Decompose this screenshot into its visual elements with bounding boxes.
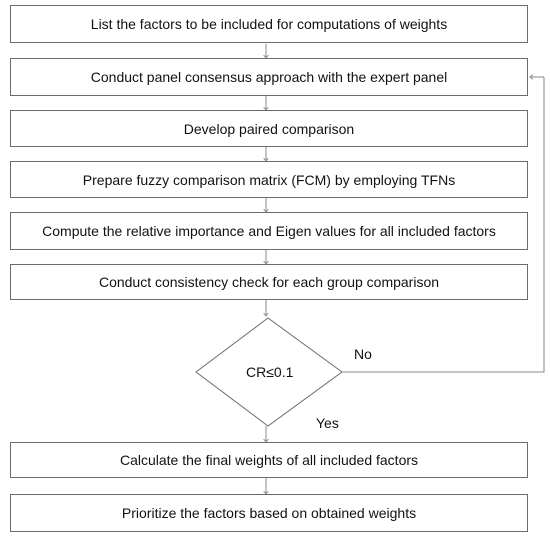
step-box-consistency-check: Conduct consistency check for each group… (10, 264, 528, 300)
step-box-panel-consensus: Conduct panel consensus approach with th… (10, 58, 528, 96)
decision-label: CR≤0.1 (246, 364, 294, 380)
step-label: Conduct consistency check for each group… (98, 274, 440, 290)
step-label: Compute the relative importance and Eige… (42, 223, 496, 239)
step-label: Conduct panel consensus approach with th… (90, 69, 448, 85)
step-box-list-factors: List the factors to be included for comp… (10, 5, 528, 43)
step-box-fuzzy-matrix: Prepare fuzzy comparison matrix (FCM) by… (10, 161, 528, 198)
step-label: Prepare fuzzy comparison matrix (FCM) by… (82, 171, 456, 188)
step-label: Prioritize the factors based on obtained… (121, 505, 417, 521)
no-branch-loop-line (342, 77, 545, 373)
step-label: List the factors to be included for comp… (90, 16, 448, 32)
decision-diamond (195, 317, 343, 427)
step-box-prioritize-factors: Prioritize the factors based on obtained… (10, 494, 528, 532)
step-box-paired-comparison: Develop paired comparison (10, 110, 528, 147)
step-label: Calculate the final weights of all inclu… (119, 452, 419, 468)
step-box-final-weights: Calculate the final weights of all inclu… (10, 442, 528, 478)
yes-branch-label: Yes (316, 415, 339, 431)
no-branch-label: No (354, 346, 372, 362)
step-box-relative-importance: Compute the relative importance and Eige… (10, 212, 528, 250)
step-label: Develop paired comparison (183, 120, 355, 137)
